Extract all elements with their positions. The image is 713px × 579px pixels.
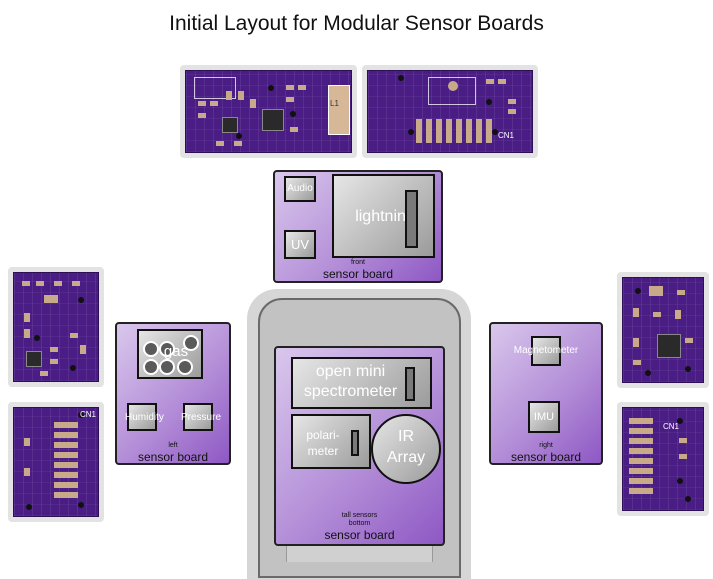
polarimeter-sensor: polari- meter <box>291 414 371 469</box>
page-title: Initial Layout for Modular Sensor Boards <box>169 12 544 35</box>
gas-sensor: gas <box>137 329 203 379</box>
connector-label: CN1 <box>663 422 680 431</box>
gas-label: gas <box>163 343 189 360</box>
left-sub-label: left <box>168 442 178 449</box>
lightning-label: lightning <box>355 208 415 225</box>
humidity-sensor: Humidity <box>125 403 164 431</box>
pcb-top-right: CN1 <box>367 70 533 153</box>
front-sub-label: front <box>350 259 365 266</box>
bottom-sub-label-1: tall sensors <box>341 512 378 519</box>
lightning-antenna <box>405 190 418 248</box>
pcb-photo-right-upper <box>617 272 709 388</box>
imu-label: IMU <box>533 411 555 423</box>
lightning-sensor: lightning <box>332 174 435 258</box>
pcb-photo-top-left: L1 <box>180 65 357 158</box>
right-sub-label: right <box>539 442 553 449</box>
device-lower-strip <box>286 546 433 562</box>
spectrometer-slit <box>405 367 415 401</box>
front-board-label: sensor board <box>322 267 394 281</box>
spectrometer-label-1: open mini <box>315 363 386 380</box>
audio-sensor: Audio <box>284 176 316 202</box>
pcb-photo-right-lower: CN1 <box>617 402 709 516</box>
ir-label-2: Array <box>386 449 426 466</box>
pcb-left-upper <box>13 272 99 382</box>
right-sensor-board: Magnetometer IMU right sensor board <box>489 322 603 465</box>
uv-label: UV <box>290 237 310 252</box>
inductor-label: L1 <box>330 99 339 108</box>
spectrometer-sensor: open mini spectrometer <box>291 357 432 409</box>
pcb-photo-left-upper <box>8 267 104 387</box>
connector-label: CN1 <box>498 131 515 140</box>
ir-array-sensor: IR Array <box>371 414 441 484</box>
humidity-label: Humidity <box>125 412 164 423</box>
polarimeter-label-2: meter <box>307 444 339 458</box>
bottom-sub-label-2: bottom <box>348 520 371 527</box>
imu-sensor: IMU <box>528 401 560 433</box>
pressure-sensor: Pressure <box>181 403 222 431</box>
magnetometer-label: Magnetometer <box>513 345 579 356</box>
audio-label: Audio <box>287 183 313 194</box>
front-sensor-board: Audio UV lightning front sensor board <box>273 170 443 283</box>
pcb-photo-left-lower: CN1 <box>8 402 104 522</box>
pcb-right-lower: CN1 <box>622 407 704 511</box>
ir-label-1: IR <box>398 428 414 445</box>
pcb-left-lower: CN1 <box>13 407 99 517</box>
bottom-sensor-board: open mini spectrometer polari- meter IR … <box>274 346 445 546</box>
magnetometer-sensor <box>531 336 561 366</box>
left-board-label: sensor board <box>137 450 209 464</box>
pressure-label: Pressure <box>181 412 222 423</box>
bottom-board-label: sensor board <box>324 528 395 542</box>
spectrometer-label-2: spectrometer <box>303 383 398 400</box>
left-sensor-board: gas Humidity Pressure left sensor board <box>115 322 231 465</box>
pcb-top-left: L1 <box>185 70 352 153</box>
uv-sensor: UV <box>284 230 316 259</box>
pcb-photo-top-right: CN1 <box>362 65 538 158</box>
right-board-label: sensor board <box>510 450 582 464</box>
pcb-right-upper <box>622 277 704 383</box>
polarimeter-slit <box>351 430 359 456</box>
polarimeter-label-1: polari- <box>306 428 340 442</box>
connector-label: CN1 <box>80 410 97 419</box>
